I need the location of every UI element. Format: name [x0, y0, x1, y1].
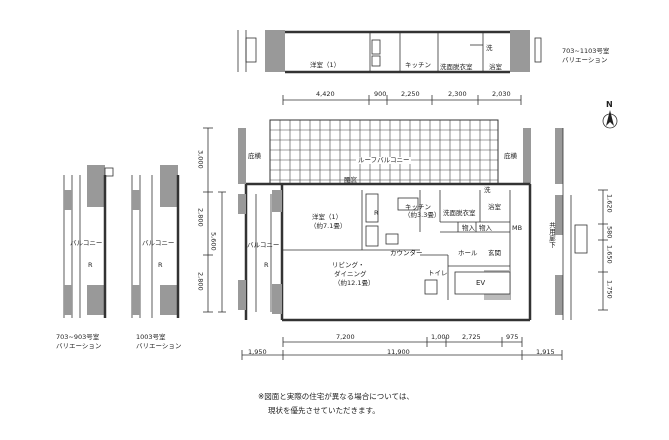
label-storage-2: 物入 [479, 224, 492, 232]
dim-bottom-7: 1,915 [536, 348, 555, 356]
room-wash-top: 洗面脱衣室 [440, 63, 473, 71]
label-counter: カウンター [390, 249, 423, 257]
room-western-top: 洋室（1） [310, 61, 341, 69]
label-w2: 洗 [486, 44, 493, 52]
label-ev: EV [476, 279, 486, 287]
dim-bottom-1: 7,200 [336, 333, 355, 341]
label-roof-balcony: ルーフバルコニー [356, 156, 412, 164]
dim-bottom-6: 11,900 [387, 348, 410, 356]
label-r-kitchen: R [374, 209, 379, 217]
variation-label-top-line2: バリエーション [562, 56, 608, 64]
variation-label-b-line1: 1003号室 [136, 333, 166, 341]
variation-b-plan [131, 165, 180, 318]
label-r-a: R [88, 261, 93, 269]
label-r-b: R [158, 261, 163, 269]
compass-label: N [606, 100, 613, 109]
room-living: リビング・ [332, 261, 365, 269]
top-variation-plan [237, 30, 542, 74]
bottom-dimension-lines [241, 337, 563, 360]
corridor-block [555, 128, 588, 320]
label-eaves-left: 庇横 [248, 152, 261, 160]
variation-a-plan [63, 165, 114, 318]
room-dining: ダイニング [334, 270, 367, 278]
label-storage-1: 物入 [462, 224, 475, 232]
label-balcony-main: バルコニー [247, 241, 280, 249]
variation-label-a-line1: 703~903号室 [56, 333, 100, 341]
label-eaves-right: 庇横 [504, 152, 517, 160]
top-dimension-line [282, 95, 522, 105]
compass-icon [602, 110, 618, 129]
roof-balcony-grid [269, 119, 498, 184]
room-western: 洋室（1） [312, 213, 343, 221]
dim-bottom-3: 2,725 [462, 333, 481, 341]
dim-top-2: 900 [374, 90, 387, 98]
disclaimer-line1: ※図面と実際の住宅が異なる場合については、 [258, 392, 414, 401]
dim-left-2: 2,800 [196, 208, 205, 227]
variation-label-a-line2: バリエーション [56, 342, 102, 350]
room-living-area: （約12.1畳） [334, 279, 375, 287]
left-dimension-line [203, 127, 226, 313]
label-balcony-b: バルコニー [142, 239, 175, 247]
room-bath-top: 浴室 [489, 63, 502, 71]
label-balcony-a: バルコニー [70, 239, 103, 247]
dim-top-5: 2,030 [492, 90, 511, 98]
room-kitchen-area: （約3.3畳） [404, 211, 441, 219]
label-w: 洗 [484, 186, 491, 194]
dim-right-2: 580 [605, 226, 614, 239]
dim-top-3: 2,250 [401, 90, 420, 98]
dim-right-3: 1,650 [605, 245, 614, 264]
label-corridor: 共用廊下 [547, 222, 556, 248]
variation-label-top-line1: 703~1103号室 [562, 47, 610, 55]
dim-left-4: 2,800 [196, 272, 205, 291]
room-kitchen-top: キッチン [405, 61, 431, 69]
room-western-area: （約7.1畳） [310, 222, 347, 230]
dim-bottom-4: 975 [506, 333, 519, 341]
room-bath: 浴室 [488, 203, 501, 211]
dim-bottom-2: 1,000 [431, 333, 450, 341]
disclaimer-line2: 現状を優先させていただきます。 [268, 406, 380, 415]
dim-left-1: 3,000 [196, 150, 205, 169]
dim-top-4: 2,300 [448, 90, 467, 98]
label-r-main: R [264, 261, 269, 269]
label-gable: 腰窓 [344, 176, 357, 184]
dim-right-4: 1,750 [605, 280, 614, 299]
dim-left-3: 5,600 [209, 232, 218, 251]
dim-top-1: 4,420 [316, 90, 335, 98]
room-toilet: トイレ [428, 269, 448, 277]
room-entrance: 玄関 [488, 249, 501, 257]
label-mb: MB [512, 224, 523, 232]
room-kitchen: キッチン [405, 203, 431, 211]
dim-right-1: 1,620 [605, 194, 614, 213]
variation-label-b-line2: バリエーション [136, 342, 182, 350]
dim-bottom-5: 1,950 [248, 348, 267, 356]
room-wash: 洗面脱衣室 [443, 209, 476, 217]
room-hall: ホール [458, 249, 478, 257]
right-dimension-line [598, 189, 608, 311]
